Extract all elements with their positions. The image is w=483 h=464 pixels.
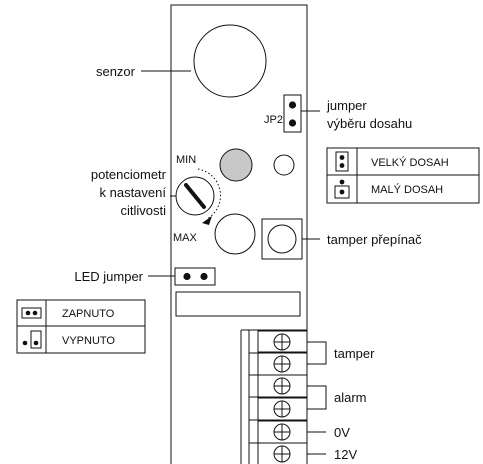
jumper-label-line2: výběru dosahu xyxy=(327,116,412,131)
circuit-board xyxy=(170,4,308,464)
range-legend-small: MALÝ DOSAH xyxy=(371,183,443,196)
pot-label-line2: k nastavení xyxy=(100,185,167,200)
small-hole xyxy=(273,154,295,176)
jumper-single-pin-icon xyxy=(334,179,350,199)
range-legend-big: VELKÝ DOSAH xyxy=(371,156,449,169)
senzor-label: senzor xyxy=(96,64,136,79)
led-indicator xyxy=(219,148,253,182)
min-label: MIN xyxy=(176,154,196,166)
jp2-label: JP2 xyxy=(264,114,283,126)
jp2-jumper xyxy=(283,94,302,133)
terminal-label-0v: 0V xyxy=(334,425,350,440)
terminal-screw-3 xyxy=(249,374,308,398)
led-jumper-label: LED jumper xyxy=(74,269,143,284)
terminal-screw-4 xyxy=(249,397,308,421)
tamper-switch xyxy=(261,218,303,260)
led-legend-off: VYPNUTO xyxy=(62,335,115,347)
terminal-screw-2 xyxy=(249,352,308,376)
potentiometer xyxy=(175,168,221,225)
mounting-hole xyxy=(214,213,256,255)
terminal-label-tamper: tamper xyxy=(334,346,375,361)
tamper-bracket xyxy=(307,341,327,365)
jumper-horizontal-icon xyxy=(21,307,42,319)
terminal-label-alarm: alarm xyxy=(334,390,367,405)
alarm-bracket xyxy=(307,385,327,410)
terminal-screw-5 xyxy=(249,420,308,444)
terminal-label-12v: 12V xyxy=(334,447,357,462)
max-label: MAX xyxy=(173,232,198,244)
led-jumper xyxy=(174,267,216,286)
terminal-screws xyxy=(249,330,308,464)
led-legend-on: ZAPNUTO xyxy=(62,308,115,320)
pir-sensor xyxy=(193,24,267,98)
led-legend-table: ZAPNUTO VYPNUTO xyxy=(16,299,146,354)
terminal-screw-6 xyxy=(257,442,308,464)
pot-label-line3: citlivosti xyxy=(120,203,166,218)
arrow-head-icon xyxy=(202,216,212,225)
tamper-switch-label: tamper přepínač xyxy=(327,232,422,247)
terminal-screw-1 xyxy=(249,330,308,354)
jumper-label-line1: jumper xyxy=(326,98,367,113)
jumper-off-icon xyxy=(22,330,42,349)
jumper-vertical-icon xyxy=(335,151,349,172)
pot-label-line1: potenciometr xyxy=(91,167,167,182)
label-area xyxy=(175,291,301,317)
range-legend-table: VELKÝ DOSAH MALÝ DOSAH xyxy=(326,147,480,204)
